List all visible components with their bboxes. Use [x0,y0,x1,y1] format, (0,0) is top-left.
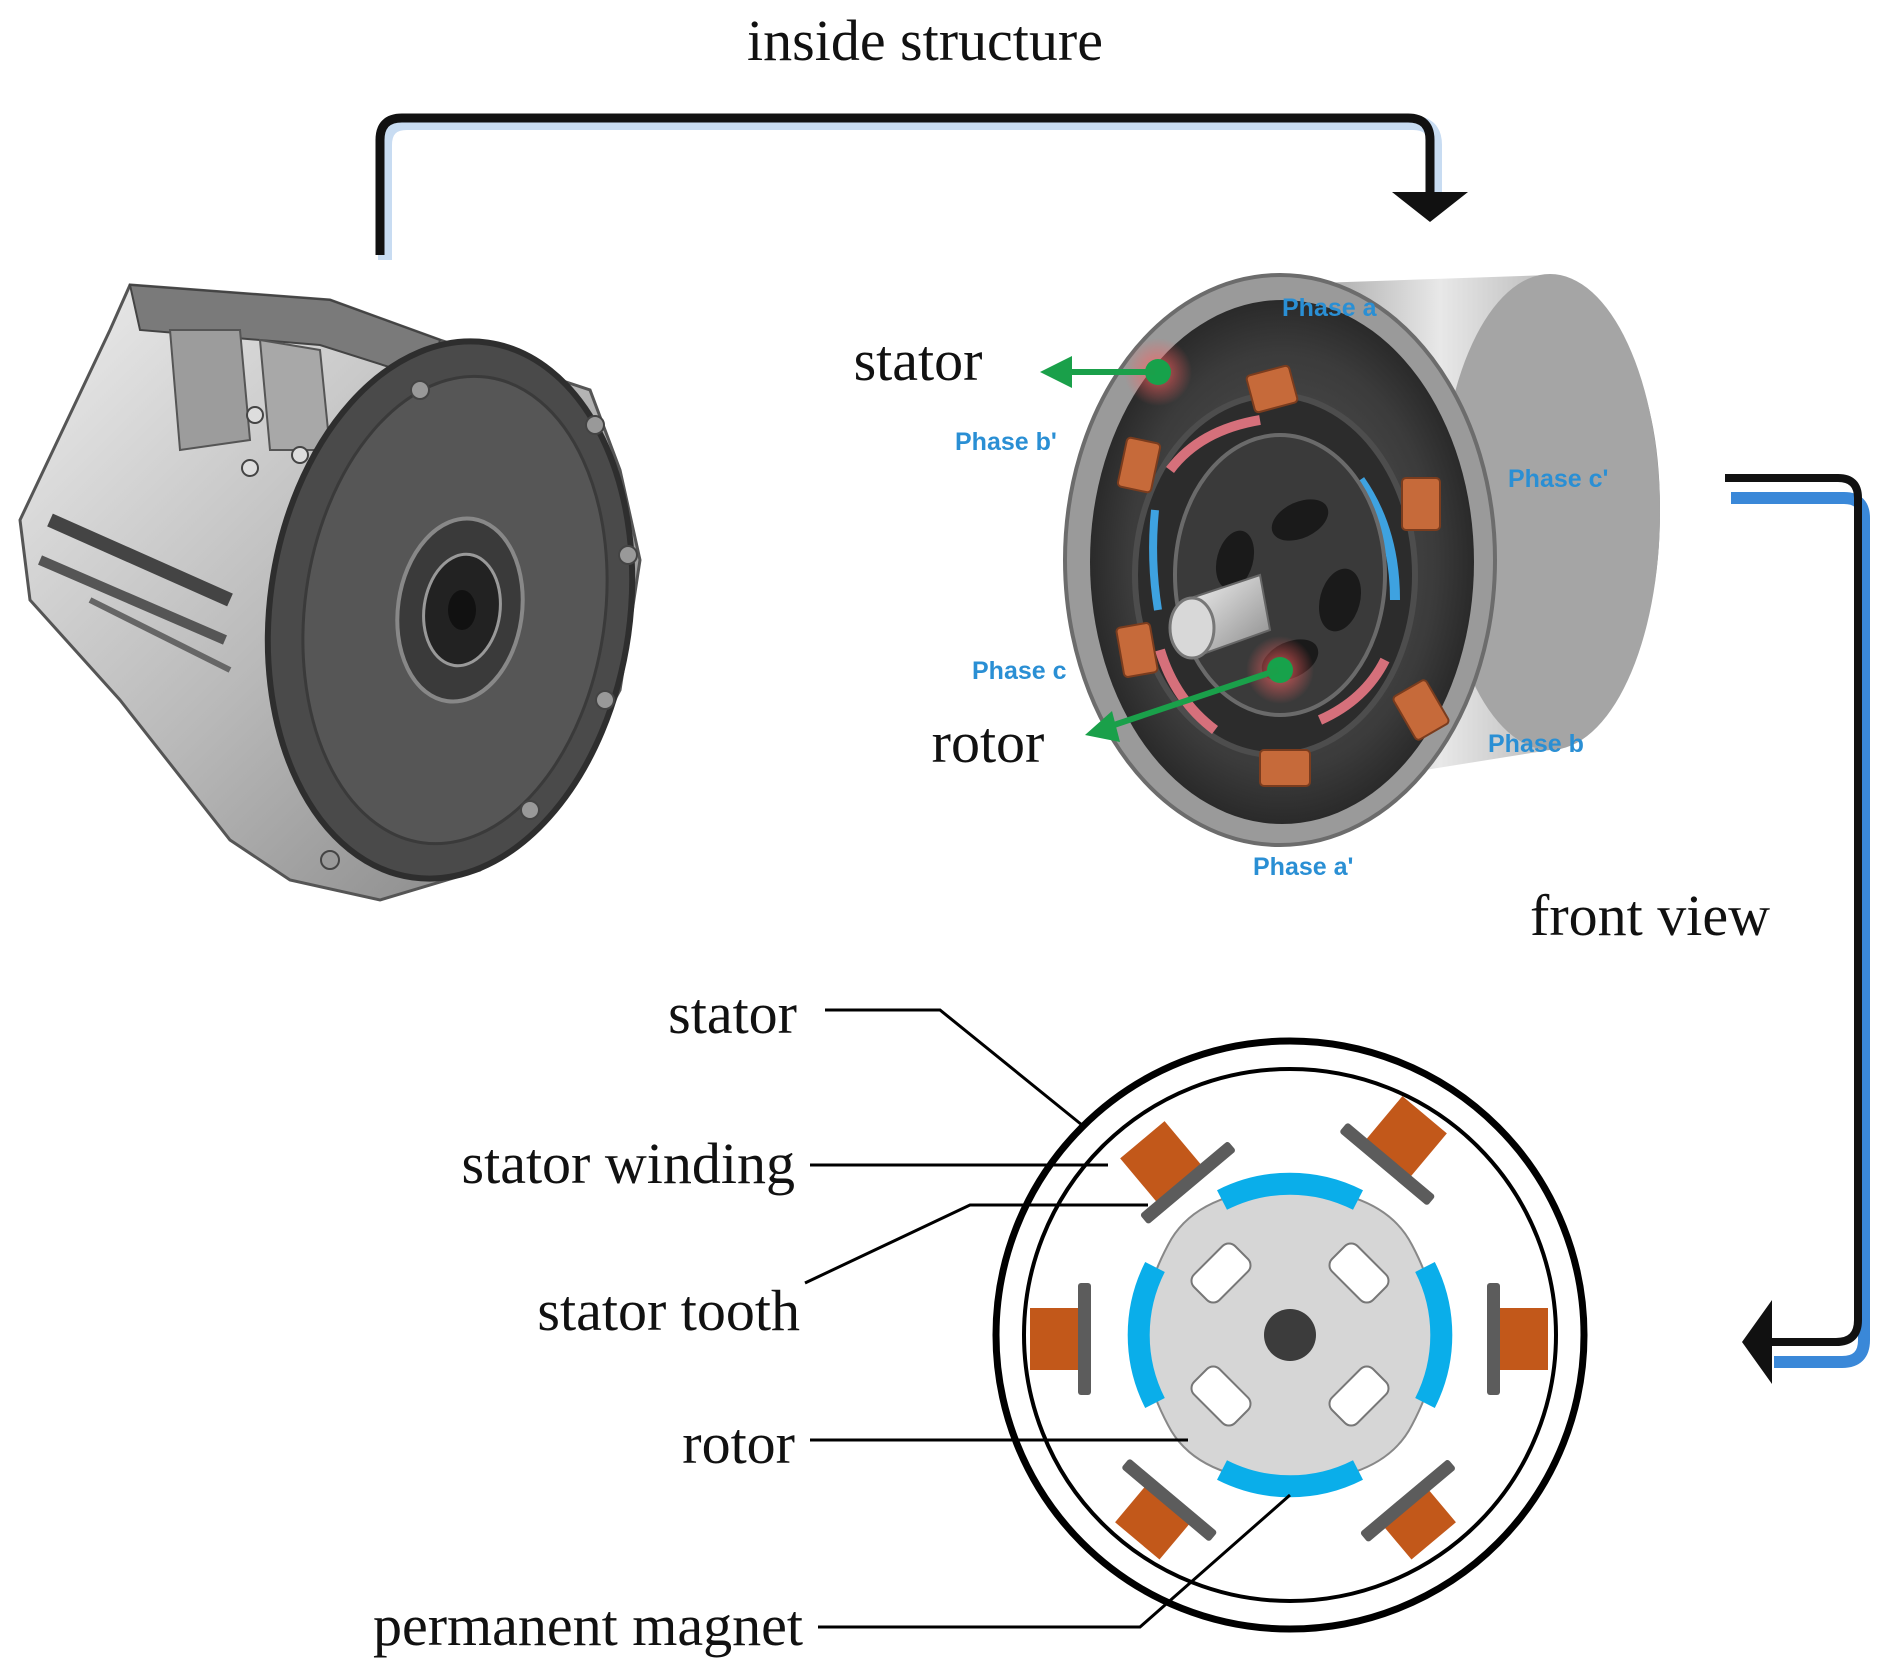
stator-tooth-top-left [1120,1121,1235,1224]
photo-stator-label: stator [854,328,983,393]
phase-b-prime-label: Phase b' [955,428,1057,456]
phase-a-label: Phase a [1282,294,1378,322]
permanent-magnets [1127,1172,1453,1498]
rotor-pointer-arrow [1085,667,1279,742]
stator-tooth-left [1030,1283,1091,1395]
phase-c-prime-label: Phase c' [1508,465,1608,493]
front-view-cross-section [992,1037,1588,1633]
rotor-holes [1190,1242,1390,1427]
stator-pointer-arrow [1040,356,1155,388]
callout-stator-tooth: stator tooth [537,1278,800,1343]
rotor-shaft [1264,1309,1316,1361]
front-view-arrow [1725,474,1870,1384]
phase-b-label: Phase b [1488,730,1584,758]
stator-tooth-bottom-left [1115,1459,1217,1560]
front-view-label: front view [1530,883,1770,948]
phase-a-prime-label: Phase a' [1253,853,1353,881]
inside-structure-label: inside structure [747,8,1103,73]
motor-housing-illustration [18,283,642,902]
inside-structure-arrow [375,113,1468,260]
motor-cutaway-illustration [1063,273,1660,847]
callout-stator: stator [668,981,797,1046]
callout-leader-lines [804,1008,1291,1629]
stator-tooth-right [1487,1283,1548,1395]
phase-c-label: Phase c [972,657,1067,685]
stator-tooth-top-right [1340,1096,1447,1205]
stator-tooth-bottom-right [1360,1459,1456,1560]
callout-stator-winding: stator winding [462,1131,795,1196]
callout-rotor: rotor [682,1411,795,1476]
photo-rotor-label: rotor [932,710,1045,775]
callout-permanent-magnet: permanent magnet [373,1593,803,1658]
